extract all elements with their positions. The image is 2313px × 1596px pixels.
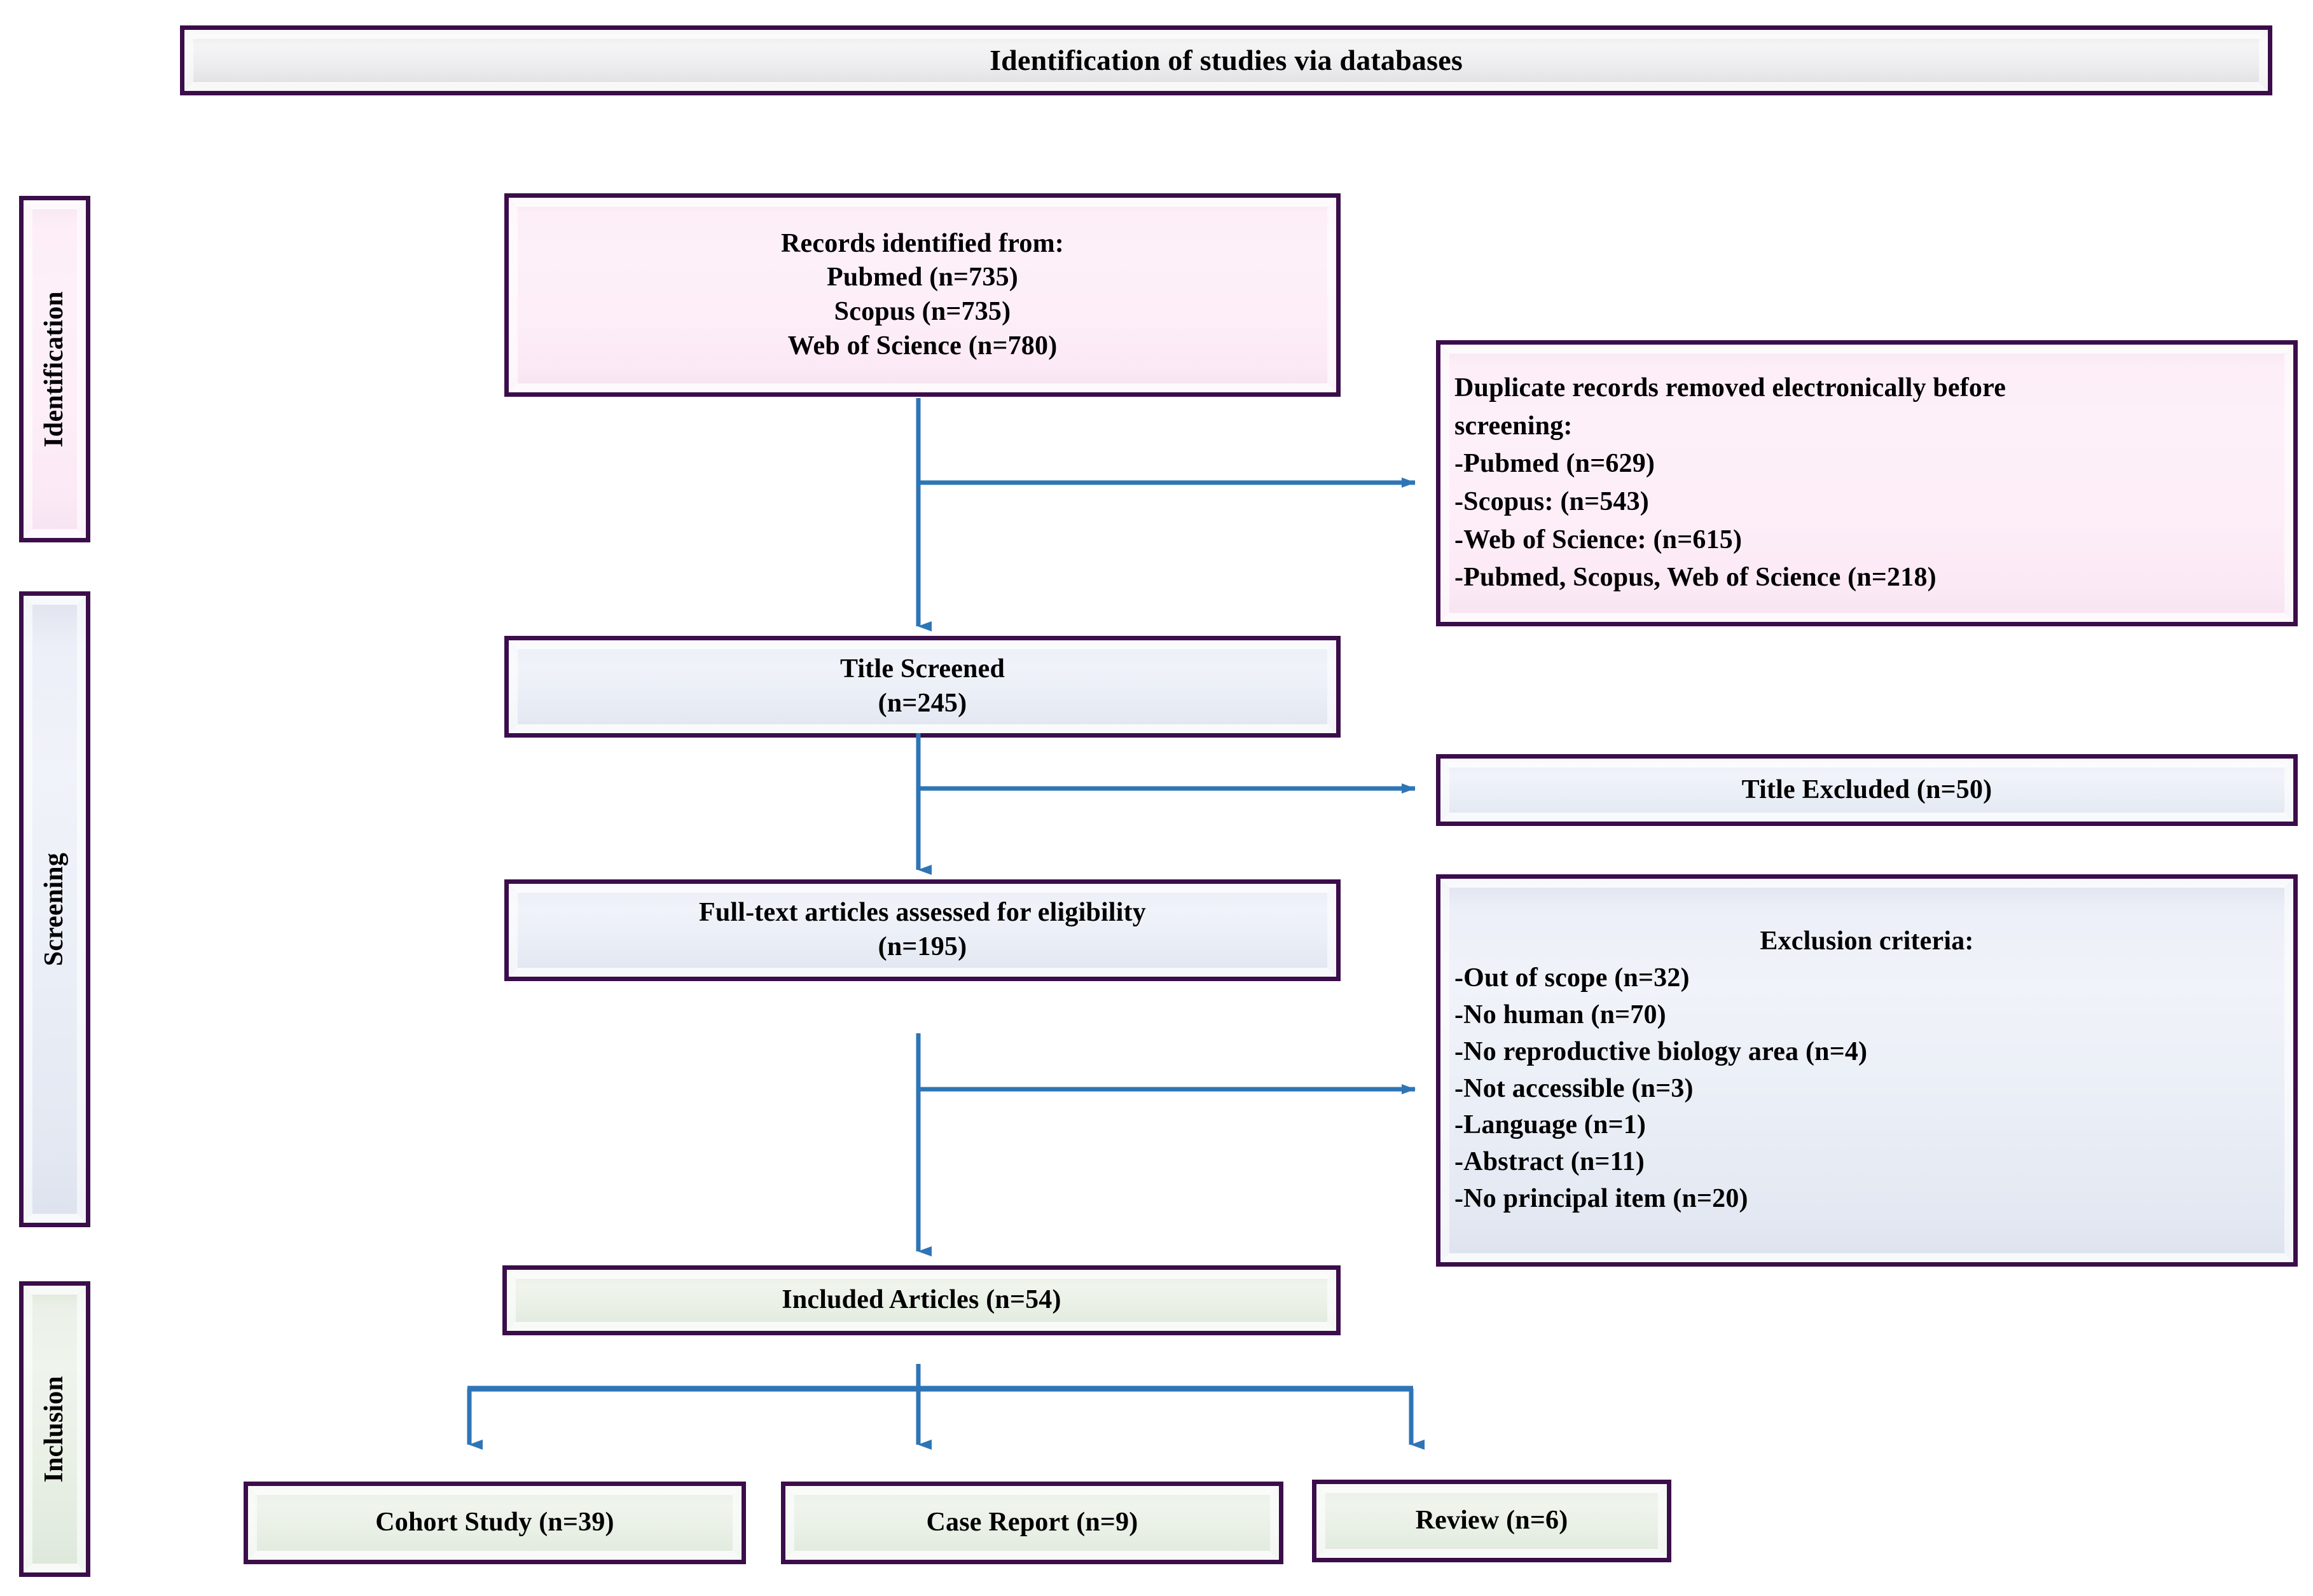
- node-title-screened: Title Screened (n=245): [504, 636, 1341, 738]
- line-fulltext-count: (n=195): [878, 932, 967, 961]
- line-dup-heading-2: screening:: [1454, 411, 1573, 441]
- line-records-pubmed: Pubmed (n=735): [827, 263, 1018, 292]
- node-records-identified: Records identified from: Pubmed (n=735) …: [504, 193, 1341, 397]
- stage-label-inclusion: Inclusion: [19, 1281, 90, 1577]
- node-title-excluded: Title Excluded (n=50): [1436, 754, 2298, 826]
- node-title-excluded-text: Title Excluded (n=50): [1741, 774, 1992, 804]
- node-outcome-case-report-text: Case Report (n=9): [926, 1508, 1138, 1538]
- exclusion-item-language: -Language (n=1): [1454, 1110, 1647, 1140]
- node-fulltext-assessed: Full-text articles assessed for eligibil…: [504, 879, 1341, 981]
- exclusion-item-no-principal-item: -No principal item (n=20): [1454, 1184, 1748, 1214]
- node-outcome-cohort-study-text: Cohort Study (n=39): [375, 1508, 614, 1538]
- header-banner: Identification of studies via databases: [180, 25, 2272, 95]
- header-title: Identification of studies via databases: [990, 43, 1463, 76]
- node-duplicates-removed-text: Duplicate records removed electronically…: [1440, 366, 2293, 601]
- line-dup-scopus: -Scopus: (n=543): [1454, 487, 1649, 516]
- exclusion-criteria-heading: Exclusion criteria:: [1760, 926, 1974, 956]
- exclusion-item-no-repro-biology: -No reproductive biology area (n=4): [1454, 1036, 1868, 1066]
- node-outcome-review-text: Review (n=6): [1415, 1506, 1568, 1536]
- node-duplicates-removed: Duplicate records removed electronically…: [1436, 340, 2298, 626]
- exclusion-item-out-of-scope: -Out of scope (n=32): [1454, 963, 1690, 993]
- node-title-screened-text: Title Screened (n=245): [509, 649, 1336, 725]
- exclusion-item-abstract: -Abstract (n=11): [1454, 1147, 1645, 1177]
- line-records-scopus: Scopus (n=735): [834, 297, 1011, 326]
- stage-label-identification-text: Identification: [39, 291, 69, 448]
- stage-label-screening: Screening: [19, 591, 90, 1227]
- line-records-wos: Web of Science (n=780): [787, 331, 1058, 361]
- exclusion-item-no-human: -No human (n=70): [1454, 1000, 1666, 1029]
- node-outcome-review: Review (n=6): [1312, 1480, 1671, 1562]
- line-title-screened-count: (n=245): [878, 689, 967, 718]
- line-dup-heading-1: Duplicate records removed electronically…: [1454, 373, 2006, 403]
- line-dup-all: -Pubmed, Scopus, Web of Science (n=218): [1454, 563, 1937, 593]
- node-exclusion-criteria: Exclusion criteria: -Out of scope (n=32)…: [1436, 874, 2298, 1267]
- stage-label-inclusion-text: Inclusion: [39, 1375, 69, 1483]
- node-exclusion-criteria-text: Exclusion criteria: -Out of scope (n=32)…: [1440, 919, 2293, 1222]
- line-dup-pubmed: -Pubmed (n=629): [1454, 449, 1655, 479]
- node-outcome-case-report: Case Report (n=9): [781, 1482, 1283, 1564]
- exclusion-item-not-accessible: -Not accessible (n=3): [1454, 1073, 1694, 1103]
- line-records-heading: Records identified from:: [781, 228, 1064, 258]
- line-fulltext-label: Full-text articles assessed for eligibil…: [698, 898, 1147, 928]
- node-included-articles: Included Articles (n=54): [502, 1265, 1341, 1335]
- node-records-identified-text: Records identified from: Pubmed (n=735) …: [509, 223, 1336, 368]
- node-included-articles-text: Included Articles (n=54): [782, 1285, 1061, 1315]
- node-fulltext-assessed-text: Full-text articles assessed for eligibil…: [509, 892, 1336, 968]
- node-outcome-cohort-study: Cohort Study (n=39): [244, 1482, 746, 1564]
- stage-label-screening-text: Screening: [39, 852, 69, 967]
- line-title-screened-label: Title Screened: [839, 654, 1005, 684]
- line-dup-wos: -Web of Science: (n=615): [1454, 525, 1743, 554]
- stage-label-identification: Identification: [19, 196, 90, 542]
